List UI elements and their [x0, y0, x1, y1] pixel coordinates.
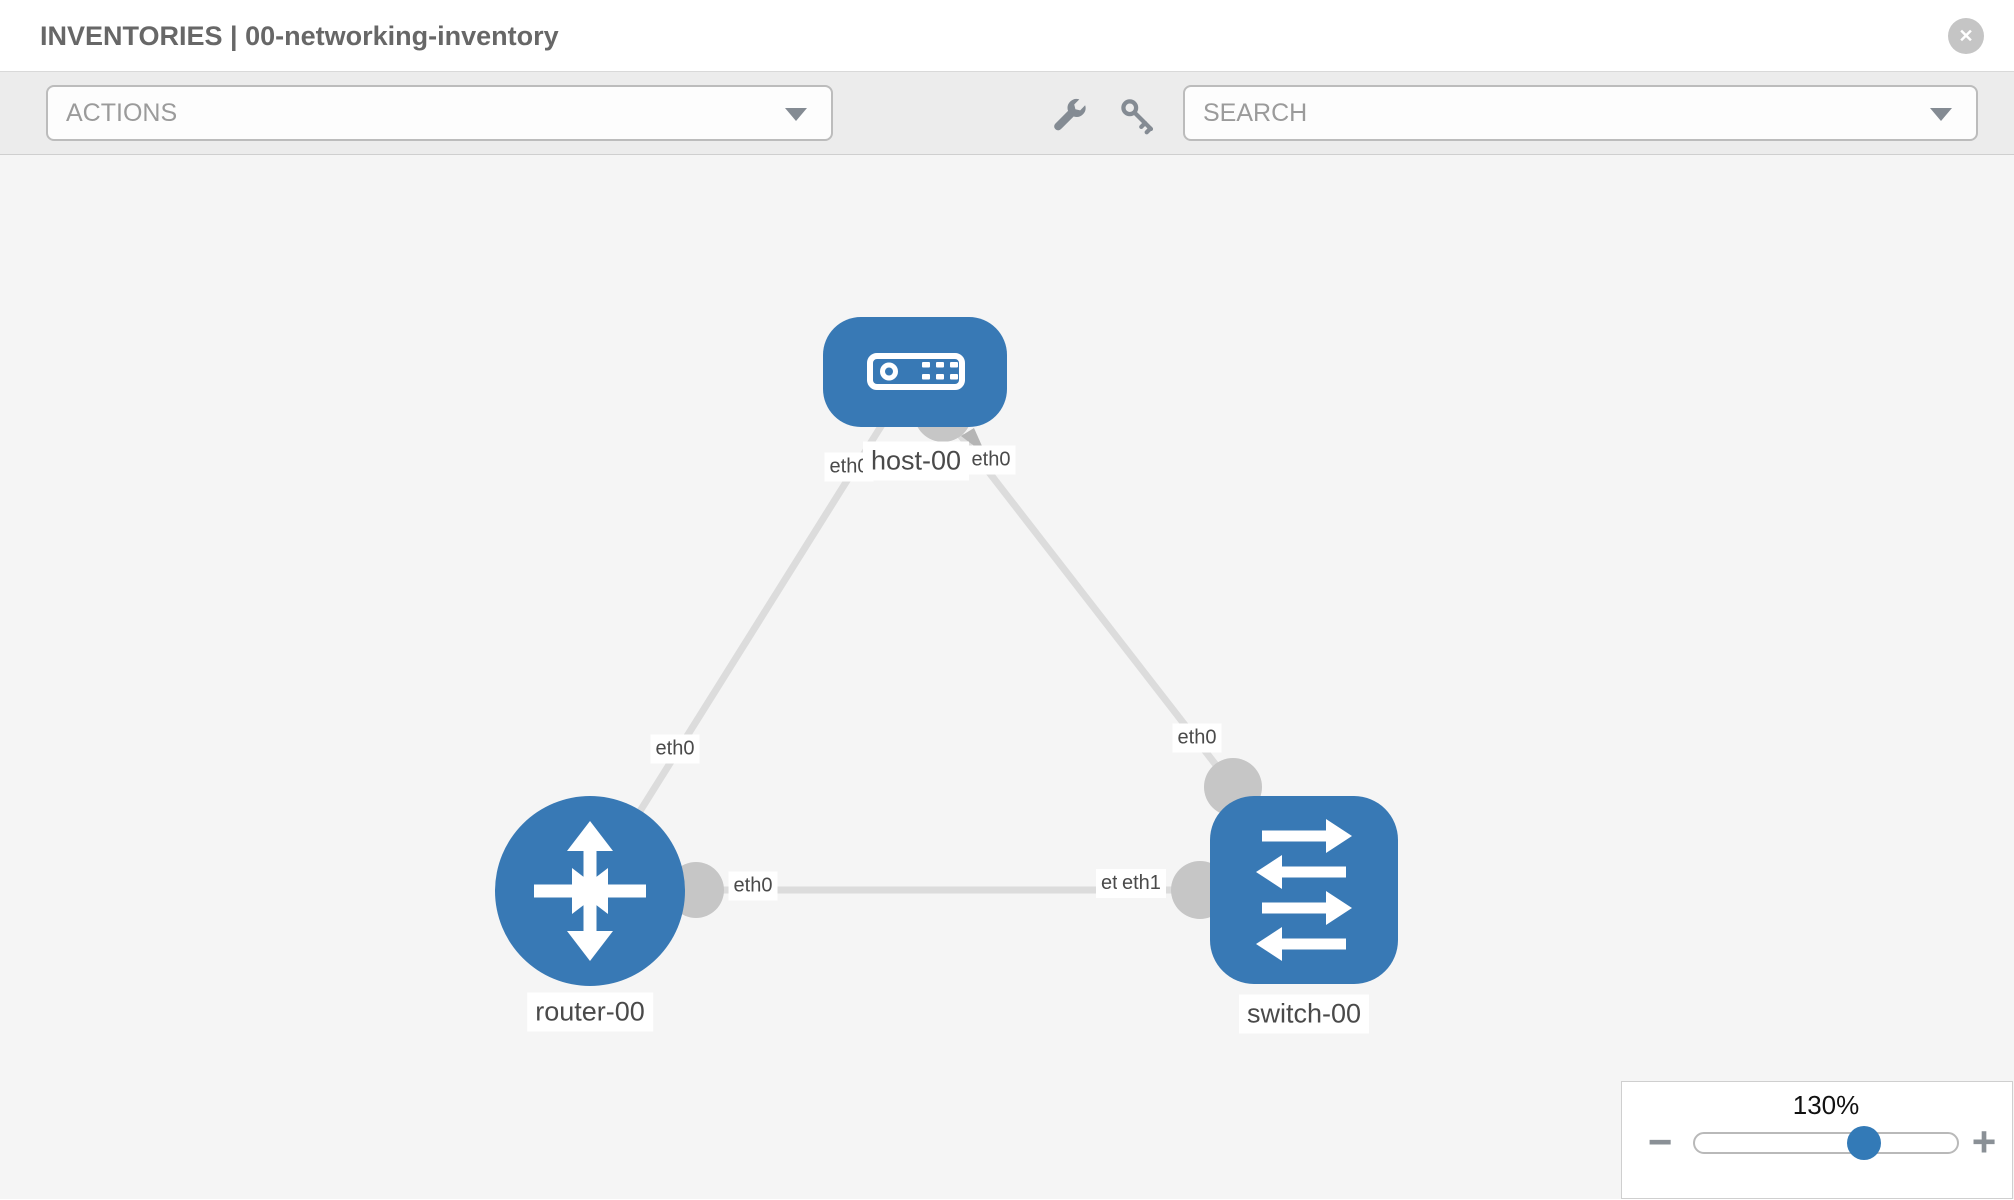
zoom-in-button[interactable]: +: [1971, 1118, 1997, 1165]
zoom-out-button[interactable]: −: [1647, 1118, 1673, 1165]
zoom-control-panel: 130% − +: [1621, 1081, 2013, 1199]
interface-label: eth0: [728, 871, 778, 901]
node-host-00[interactable]: [823, 317, 1007, 427]
zoom-level-value: 130%: [1792, 1090, 1860, 1120]
interface-label: eth1: [1117, 869, 1166, 898]
node-router-00[interactable]: [495, 796, 685, 986]
caret-down-icon: [1930, 108, 1952, 121]
breadcrumb-header: INVENTORIES | 00-networking-inventory ✕: [0, 0, 2014, 72]
router-icon: [534, 821, 646, 961]
search-dropdown-label: SEARCH: [1203, 99, 1308, 127]
search-dropdown[interactable]: SEARCH: [1183, 85, 1978, 141]
actions-dropdown[interactable]: ACTIONS: [46, 85, 833, 141]
toolbar: ACTIONS SEARCH: [0, 72, 2014, 155]
switch-icon: [1256, 819, 1352, 961]
close-icon[interactable]: ✕: [1948, 18, 1984, 54]
interface-label: eth0: [1172, 723, 1222, 753]
interface-label: eth0: [966, 445, 1016, 475]
key-icon[interactable]: [1118, 96, 1158, 136]
zoom-slider-knob[interactable]: [1847, 1126, 1881, 1160]
interface-label: eth0: [650, 734, 700, 764]
node-label-switch: switch-00: [1238, 994, 1370, 1034]
node-label-host: host-00: [862, 441, 970, 481]
host-icon: [867, 353, 965, 390]
node-label-router: router-00: [527, 992, 653, 1032]
zoom-slider-track[interactable]: [1693, 1126, 1959, 1160]
caret-down-icon: [785, 108, 807, 121]
node-switch-00[interactable]: [1210, 796, 1398, 984]
page-title: INVENTORIES | 00-networking-inventory: [40, 21, 559, 51]
actions-dropdown-label: ACTIONS: [66, 99, 178, 127]
wrench-icon[interactable]: [1050, 97, 1088, 135]
topology-canvas[interactable]: eth0 eth0 eth0 eth0 eth0 eth0 eth1 host-…: [0, 155, 2014, 1199]
